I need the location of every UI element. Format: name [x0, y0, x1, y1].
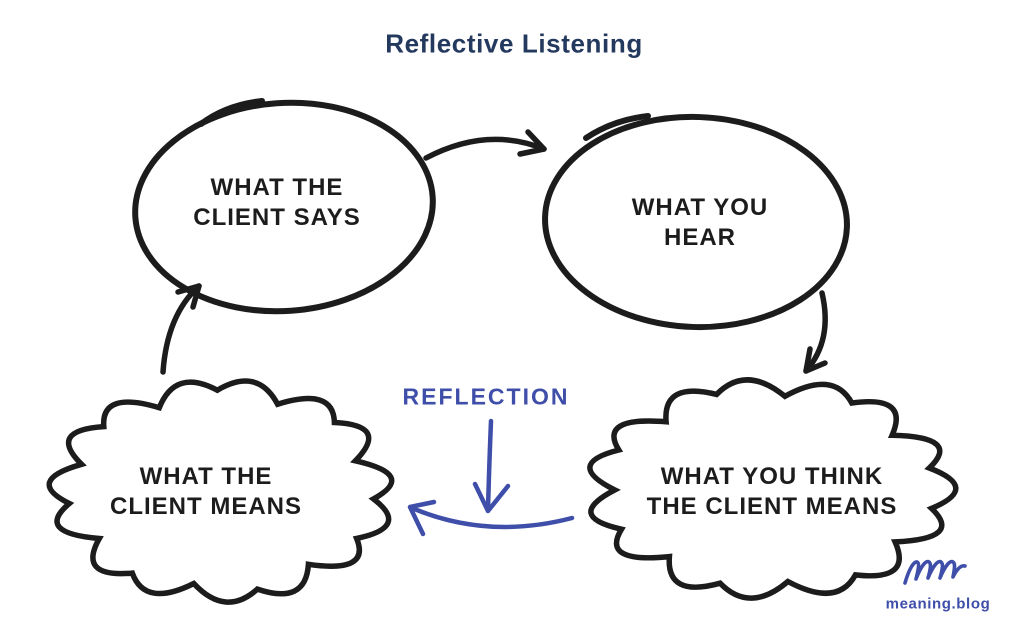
cloud-you-think-client-means	[587, 377, 959, 601]
arrow-client-says-to-you-hear	[423, 129, 547, 161]
arrow-you-hear-to-you-think	[803, 290, 828, 374]
pen-overlap-stroke	[583, 113, 651, 141]
reflection-annotation: REFLECTION	[402, 383, 570, 410]
node-label-you-think-client-means: WHAT YOU THINK THE CLIENT MEANS	[646, 463, 898, 520]
node-you-hear	[542, 113, 850, 331]
node-client-says	[132, 98, 436, 315]
page-title: Reflective Listening	[385, 28, 643, 59]
ellipse-client-says	[132, 99, 436, 315]
node-label-client-means: WHAT THE CLIENT MEANS	[110, 463, 302, 520]
ellipse-you-hear	[542, 113, 850, 331]
reflection-arrow-down	[472, 418, 511, 514]
brand-name: meaning.blog	[885, 595, 991, 613]
arrow-you-think-to-client-means	[407, 499, 575, 537]
node-label-client-says: WHAT THE CLIENT SAYS	[193, 174, 361, 231]
arrow-client-means-to-client-says	[160, 283, 202, 375]
pen-overlap-stroke	[198, 98, 265, 127]
mm-scribble-icon	[903, 559, 967, 585]
cloud-client-means	[46, 378, 395, 605]
node-label-you-hear: WHAT YOU HEAR	[631, 194, 769, 251]
